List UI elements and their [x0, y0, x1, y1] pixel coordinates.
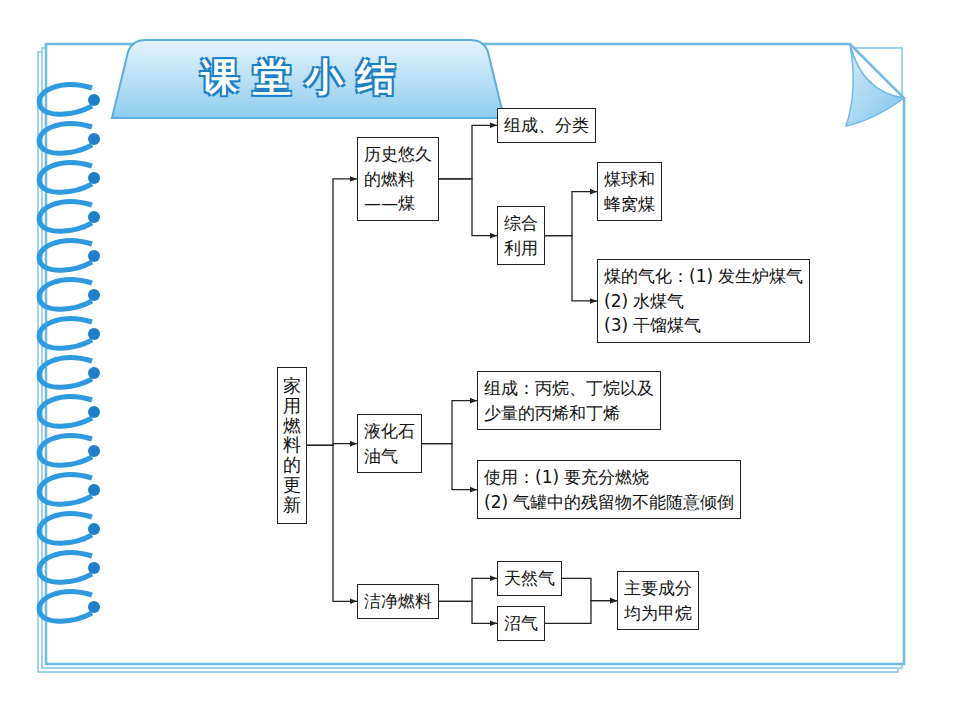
text-line: (2) 水煤气 [604, 289, 803, 314]
ring-hole [88, 289, 100, 301]
connector-arrow [307, 179, 357, 445]
connector-arrow [562, 578, 617, 600]
box-text: 组成：丙烷、丁烷以及 少量的丙烯和丁烯 [484, 376, 654, 425]
box-text: 天然气 [504, 566, 555, 591]
topic-box: 综合 利用 [497, 206, 545, 265]
ring-hole [88, 172, 100, 184]
text-line: 洁净燃料 [364, 589, 432, 614]
slide-title: 课堂小结 [120, 52, 490, 103]
connector-arrow [545, 601, 617, 624]
connector-arrow [545, 236, 597, 301]
ring [39, 358, 92, 388]
ring [39, 436, 92, 466]
box-text: 沼气 [504, 611, 538, 636]
ring [39, 319, 92, 349]
connector-arrow [422, 444, 477, 490]
text-line: 综合 [504, 211, 538, 236]
text-line: 煤球和 [604, 167, 655, 192]
topic-box: 主要成分 均为甲烷 [617, 571, 699, 630]
text-line: 历史悠久 [364, 142, 432, 167]
ring [39, 397, 92, 427]
text-line: 使用：(1) 要充分燃烧 [484, 465, 734, 490]
topic-box: 沼气 [497, 606, 545, 641]
text-line: 天然气 [504, 566, 555, 591]
connector-arrow [422, 401, 477, 444]
ring-hole [88, 406, 100, 418]
ring [39, 202, 92, 232]
box-text: 综合 利用 [504, 211, 538, 260]
box-text: 煤球和 蜂窝煤 [604, 167, 655, 216]
text-line: ——煤 [364, 191, 432, 216]
topic-box: 煤的气化：(1) 发生炉煤气 (2) 水煤气 (3) 干馏煤气 [597, 259, 810, 343]
ring-hole [88, 601, 100, 613]
page-curl [846, 44, 904, 126]
box-text: 煤的气化：(1) 发生炉煤气 (2) 水煤气 (3) 干馏煤气 [604, 264, 803, 338]
box-text: 使用：(1) 要充分燃烧 (2) 气罐中的残留物不能随意倾倒 [484, 465, 734, 514]
text-line: 蜂窝煤 [604, 192, 655, 217]
text-line: 的燃料 [364, 167, 432, 192]
ring-hole [88, 484, 100, 496]
text-line: 利用 [504, 236, 538, 261]
connector-arrow [439, 125, 497, 179]
text-line: 沼气 [504, 611, 538, 636]
ring [39, 475, 92, 505]
ring-hole [88, 328, 100, 340]
ring-hole [88, 211, 100, 223]
box-text: 组成、分类 [504, 113, 589, 138]
ring-hole [88, 250, 100, 262]
text-line: (3) 干馏煤气 [604, 313, 803, 338]
text-line: 主要成分 [624, 576, 692, 601]
ring-hole [88, 523, 100, 535]
spiral-rings [39, 85, 100, 622]
ring [39, 85, 92, 115]
topic-box: 洁净燃料 [357, 584, 439, 619]
ring [39, 592, 92, 622]
topic-box: 天然气 [497, 561, 562, 596]
ring-hole [88, 133, 100, 145]
text-line: 组成：丙烷、丁烷以及 [484, 376, 654, 401]
front-page [46, 44, 904, 664]
connector-arrow [439, 601, 497, 623]
box-text: 主要成分 均为甲烷 [624, 576, 692, 625]
topic-box: 组成、分类 [497, 108, 596, 143]
text-line: 均为甲烷 [624, 601, 692, 626]
text-line: 少量的丙烯和丁烯 [484, 401, 654, 426]
ring [39, 124, 92, 154]
topic-box: 组成：丙烷、丁烷以及 少量的丙烯和丁烯 [477, 371, 661, 430]
ring-hole [88, 562, 100, 574]
connector-arrow [545, 192, 597, 236]
topic-box: 使用：(1) 要充分燃烧 (2) 气罐中的残留物不能随意倾倒 [477, 460, 741, 519]
box-text: 历史悠久 的燃料 ——煤 [364, 142, 432, 216]
text-line: (2) 气罐中的残留物不能随意倾倒 [484, 490, 734, 515]
ring-hole [88, 367, 100, 379]
text-line: 组成、分类 [504, 113, 589, 138]
ring-hole [88, 94, 100, 106]
ring [39, 241, 92, 271]
text-line: 液化石 [364, 419, 415, 444]
box-text: 家用燃料的更新 [283, 376, 301, 515]
connector-arrow [439, 578, 497, 601]
box-text: 液化石 油气 [364, 419, 415, 468]
root-box: 家用燃料的更新 [277, 367, 307, 524]
connector-arrow [439, 179, 497, 236]
ring [39, 163, 92, 193]
title-tab [112, 40, 504, 118]
topic-box: 煤球和 蜂窝煤 [597, 162, 662, 221]
text-line: 油气 [364, 444, 415, 469]
text-line: 煤的气化：(1) 发生炉煤气 [604, 264, 803, 289]
ring [39, 553, 92, 583]
box-text: 洁净燃料 [364, 589, 432, 614]
ring [39, 514, 92, 544]
topic-box: 历史悠久 的燃料 ——煤 [357, 137, 439, 221]
connector-arrow [307, 445, 357, 601]
topic-box: 液化石 油气 [357, 414, 422, 473]
ring-hole [88, 445, 100, 457]
ring [39, 280, 92, 310]
